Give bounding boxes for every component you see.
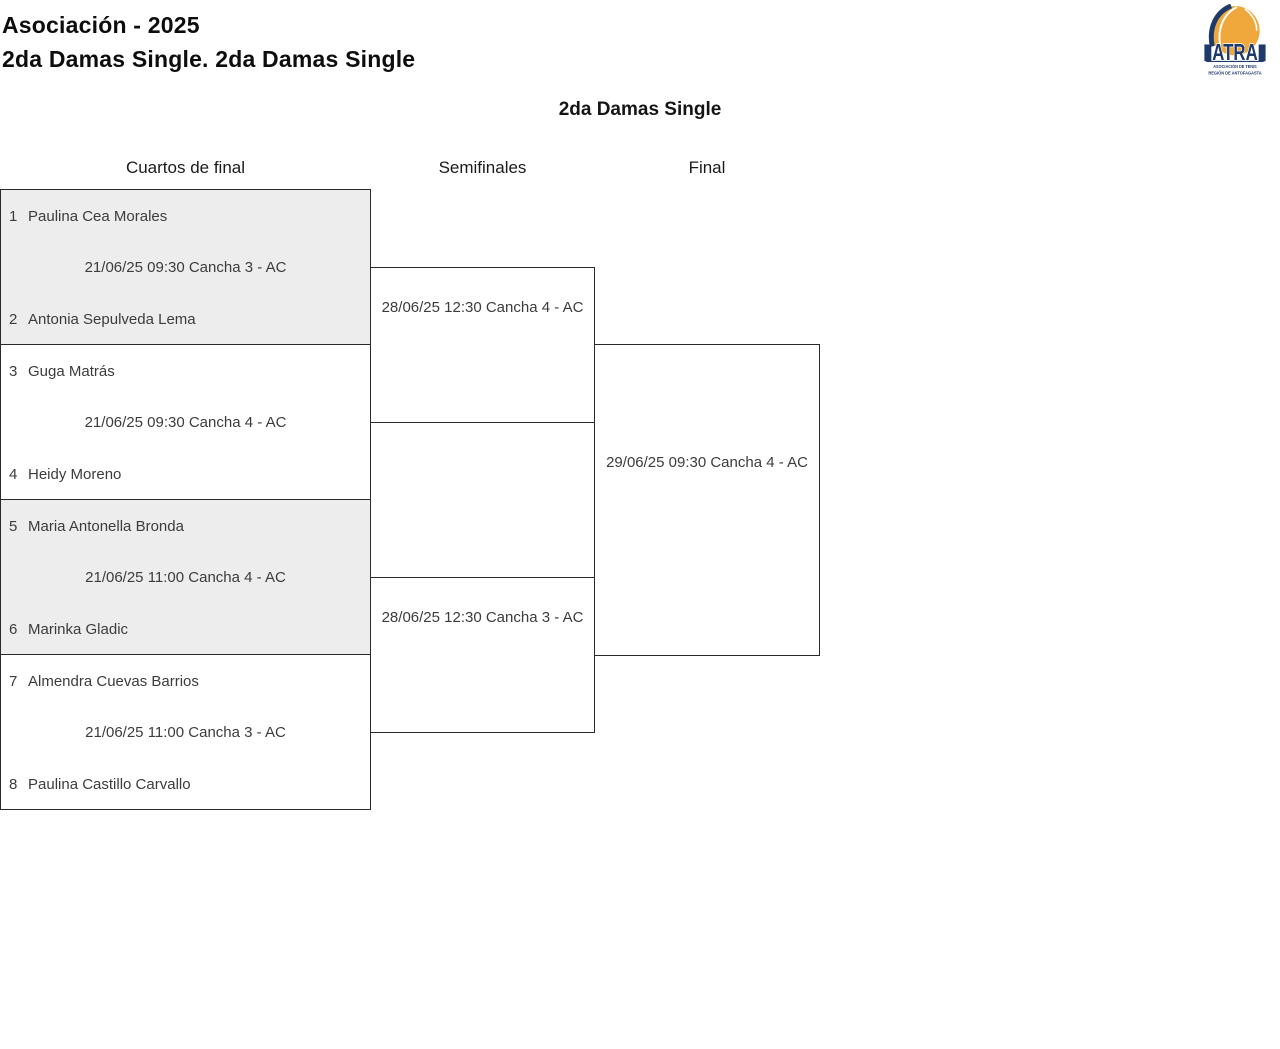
logo-caption-line2: REGIÓN DE ANTOFAGASTA: [1208, 69, 1262, 77]
tennis-ball-icon: [1210, 5, 1260, 56]
player-name: Marinka Gladic: [28, 621, 129, 638]
player-slot: 2 Antonia Sepulveda Lema: [1, 309, 370, 330]
player-seed: 8: [9, 776, 18, 793]
player-slot: 4 Heidy Moreno: [1, 464, 370, 485]
player-seed: 5: [9, 518, 18, 535]
logo-acronym: ATRA: [1212, 39, 1257, 65]
player-slot: 6 Marinka Gladic: [1, 619, 370, 640]
player-slot: 7 Almendra Cuevas Barrios: [1, 671, 370, 692]
semifinal-match-2: 28/06/25 12:30 Cancha 3 - AC: [370, 577, 595, 733]
player-seed: 7: [9, 673, 18, 690]
banner-right: [1258, 44, 1266, 62]
ball-seam-navy: [1208, 4, 1233, 47]
player-name: Antonia Sepulveda Lema: [28, 311, 196, 328]
player-seed: 1: [9, 208, 18, 225]
round-header-semifinales: Semifinales: [438, 158, 527, 177]
player-slot: 1 Paulina Cea Morales: [1, 206, 370, 227]
round-header-final: Final: [688, 158, 726, 177]
bracket-event-title: 2da Damas Single: [558, 99, 722, 120]
tournament-title: Asociación - 2025: [2, 12, 200, 38]
player-seed: 6: [9, 621, 18, 638]
ball-seam-white: [1218, 6, 1238, 45]
banner-baseline: [1206, 60, 1264, 63]
match-schedule: 21/06/25 09:30 Cancha 3 - AC: [84, 259, 287, 276]
quarterfinal-match-3: 5 Maria Antonella Bronda 21/06/25 11:00 …: [0, 499, 371, 655]
page-header: Asociación - 2025 2da Damas Single. 2da …: [2, 8, 415, 76]
player-name: Paulina Cea Morales: [28, 208, 168, 225]
player-slot: 8 Paulina Castillo Carvallo: [1, 774, 370, 795]
player-seed: 4: [9, 466, 18, 483]
player-name: Paulina Castillo Carvallo: [28, 776, 191, 793]
player-seed: 2: [9, 311, 18, 328]
final-match: 29/06/25 09:30 Cancha 4 - AC: [594, 344, 820, 656]
ball-highlight: [1244, 8, 1258, 31]
quarterfinal-match-4: 7 Almendra Cuevas Barrios 21/06/25 11:00…: [0, 654, 371, 810]
logo-caption-line1: ASOCIACIÓN DE TENIS: [1213, 62, 1257, 70]
match-schedule: 28/06/25 12:30 Cancha 4 - AC: [381, 299, 584, 316]
round-header-cuartos-de-final: Cuartos de final: [125, 158, 246, 177]
atra-logo: ATRA ASOCIACIÓN DE TENIS REGIÓN DE ANTOF…: [1203, 4, 1267, 79]
match-schedule: 21/06/25 11:00 Cancha 3 - AC: [85, 724, 286, 741]
player-slot: 5 Maria Antonella Bronda: [1, 516, 370, 537]
player-slot: 3 Guga Matrás: [1, 361, 370, 382]
match-schedule: 28/06/25 12:30 Cancha 3 - AC: [381, 609, 584, 626]
match-schedule: 21/06/25 11:00 Cancha 4 - AC: [85, 569, 286, 586]
player-name: Heidy Moreno: [28, 466, 122, 483]
player-name: Almendra Cuevas Barrios: [28, 673, 199, 690]
player-seed: 3: [9, 363, 18, 380]
semifinal-match-1: 28/06/25 12:30 Cancha 4 - AC: [370, 267, 595, 423]
quarterfinal-match-1: 1 Paulina Cea Morales 21/06/25 09:30 Can…: [0, 189, 371, 345]
player-name: Guga Matrás: [28, 363, 115, 380]
event-subtitle: 2da Damas Single. 2da Damas Single: [2, 46, 416, 72]
player-name: Maria Antonella Bronda: [28, 518, 184, 535]
banner-left: [1204, 44, 1212, 62]
quarterfinal-match-2: 3 Guga Matrás 21/06/25 09:30 Cancha 4 - …: [0, 344, 371, 500]
match-schedule: 21/06/25 09:30 Cancha 4 - AC: [84, 414, 287, 431]
match-schedule: 29/06/25 09:30 Cancha 4 - AC: [606, 454, 808, 471]
